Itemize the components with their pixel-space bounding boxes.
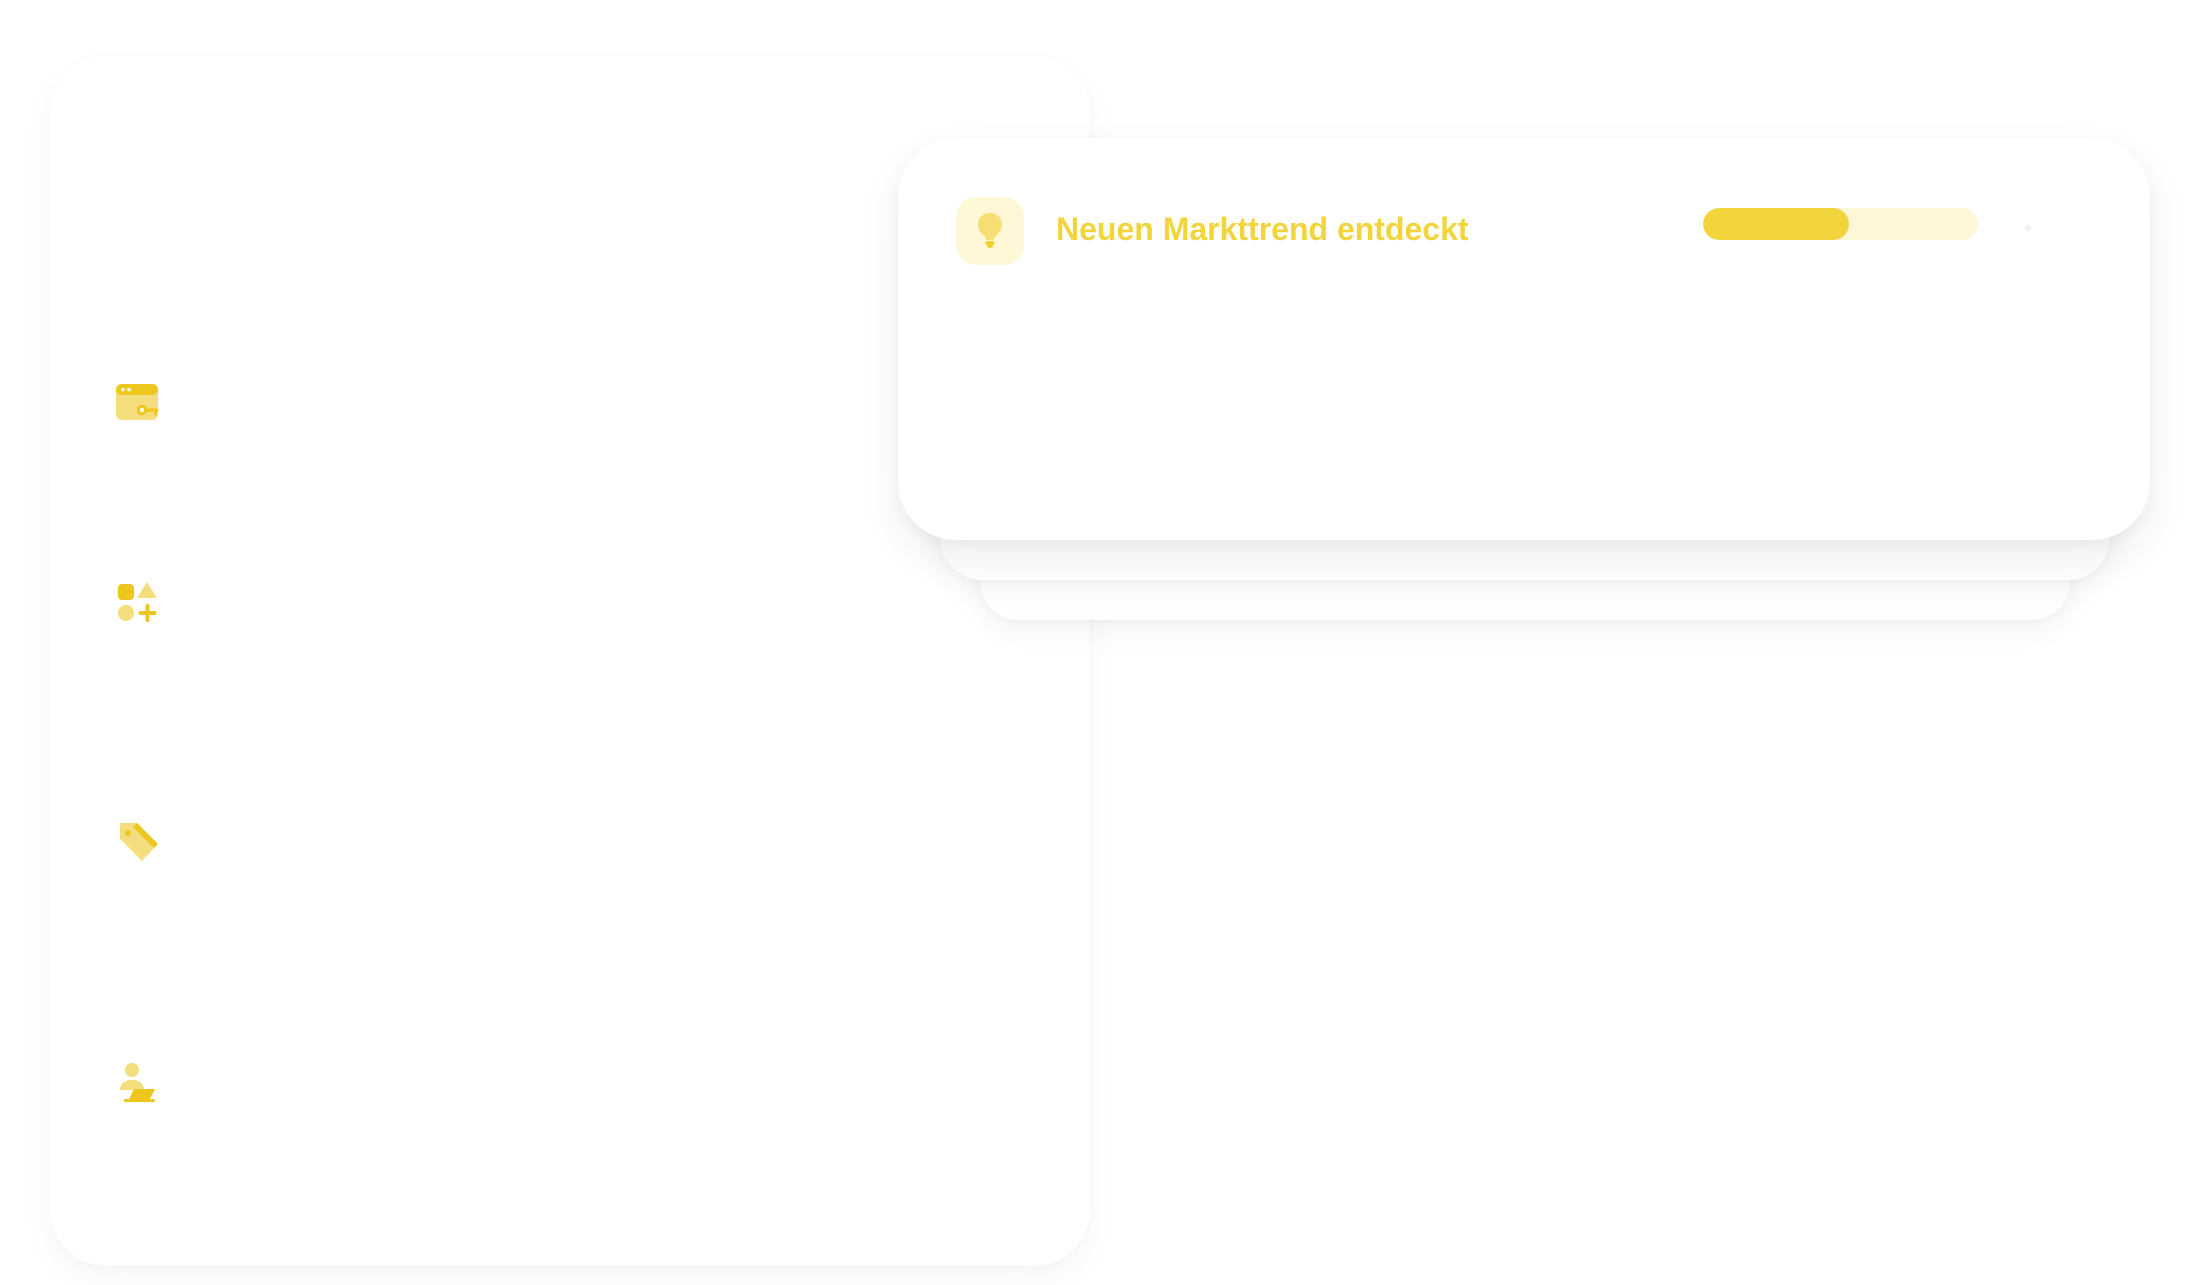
feature-item-4 [114,1059,1014,1199]
shapes-plus-icon [114,578,162,626]
notification-title: Neuen Markttrend entdeckt [1056,211,1469,247]
browser-key-icon [114,379,162,427]
progress-bar [1703,208,1978,240]
feature-item-1 [114,379,1014,499]
more-icon[interactable]: • [2023,215,2032,242]
feature-item-2 [114,578,1014,718]
lightbulb-icon [973,209,1007,254]
progress-fill [1703,208,1849,240]
notification-card[interactable]: Neuen Markttrend entdeckt • [898,138,2150,540]
lightbulb-icon-container [956,197,1024,265]
user-laptop-icon [114,1059,162,1107]
tag-icon [114,819,162,867]
feature-item-3 [114,819,1014,979]
